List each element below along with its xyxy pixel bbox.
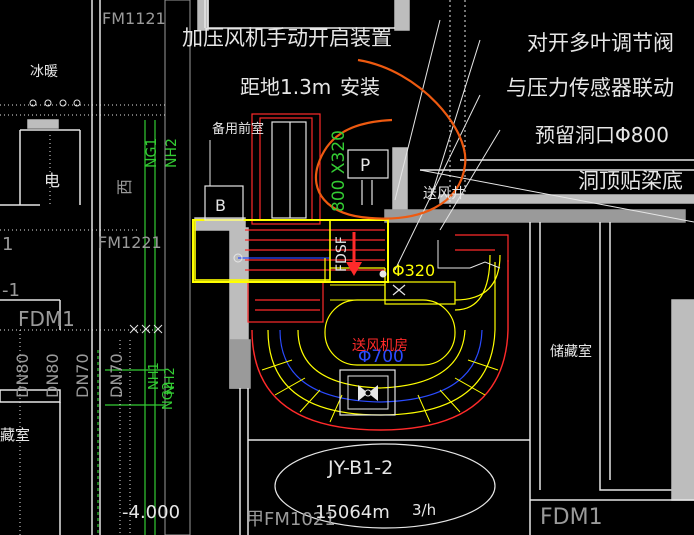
label-backup-room: 备用前室 — [212, 121, 264, 137]
label-dn80b: DN80 — [43, 353, 62, 398]
highlight-frames — [192, 219, 389, 283]
label-ice: 冰暖 — [30, 64, 58, 80]
pipe-crosses — [129, 324, 163, 334]
labels-green: 800 X320 NH2 NG1 NH1 NG2 NH2 — [144, 130, 349, 410]
label-p: P — [360, 156, 370, 176]
label-flow: 15064m — [315, 502, 390, 523]
flow-arrow-icon — [346, 232, 362, 276]
label-dn70a: DN70 — [73, 353, 92, 398]
label-air-shaft: 送风井 — [423, 186, 465, 202]
label-elevation: -4.000 — [122, 502, 180, 523]
fan-icon — [358, 385, 378, 401]
grid-dotted — [0, 104, 165, 535]
notes: 加压风机手动开启装置 距地1.3m 安装 对开多叶调节阀 与压力传感器联动 预留… — [182, 26, 683, 193]
label-edge-3: 藏室 — [0, 426, 30, 444]
p-box — [204, 149, 389, 221]
label-power: 电 — [44, 171, 60, 190]
label-dn80a: DN80 — [13, 353, 32, 398]
label-edge-1: 1 — [2, 234, 13, 255]
labels-blue: Φ700 — [358, 347, 404, 367]
label-nh2b: NH2 — [163, 367, 178, 395]
note-damper: 对开多叶调节阀 — [527, 31, 674, 55]
label-b: B — [215, 196, 226, 215]
label-duct-size: 800 X320 — [329, 130, 349, 212]
hatch-walls — [419, 0, 694, 223]
note-fan-manual: 加压风机手动开启装置 — [182, 26, 392, 50]
labels-red: 送风机房 — [352, 338, 408, 354]
note-opening: 预留洞口Φ800 — [535, 123, 669, 147]
leader-lines — [209, 19, 501, 278]
label-flow-unit: 3/h — [412, 501, 436, 519]
label-nh2a: NH2 — [164, 138, 180, 168]
label-dn70b: DN70 — [107, 353, 126, 398]
labels-white: 冰暖 电 备用前室 送风井 储藏室 B P JY-B1-2 15064m 3/h… — [0, 64, 592, 523]
label-fm1021: 甲FM1021 — [246, 509, 336, 530]
label-fm1221: FM1221 — [98, 233, 162, 252]
duct-lines — [238, 257, 406, 300]
label-phi700: Φ700 — [358, 347, 404, 367]
note-install: 安装 — [340, 75, 380, 99]
label-fdm1-left: FDM1 — [18, 307, 75, 331]
label-ng2: NG2 — [161, 382, 176, 410]
note-sensor: 与压力传感器联动 — [506, 76, 674, 100]
fan-room — [251, 234, 509, 431]
valve-markers — [29, 99, 81, 107]
label-edge-2: -1 — [2, 280, 20, 301]
label-phi320: Φ320 — [392, 261, 435, 280]
label-fm1121-top: FM1121 — [102, 9, 166, 28]
label-nh1: NH1 — [147, 362, 162, 390]
label-storage: 储藏室 — [550, 343, 592, 360]
label-equipment: JY-B1-2 — [327, 457, 393, 479]
label-xi: 西 — [115, 179, 134, 195]
annotation-circle — [314, 58, 467, 220]
note-height: 距地1.3m — [240, 75, 331, 99]
note-beam: 洞顶贴梁底 — [578, 169, 683, 193]
label-supply-room: 送风机房 — [352, 338, 408, 354]
label-fdsf: FDSF — [334, 236, 350, 272]
labels-gray: FM1121 FM1221 甲FM1021 FDM1 FDM1 DN80 DN8… — [2, 9, 603, 530]
labels-yellow: Φ320 — [392, 261, 435, 280]
label-fdm1-right: FDM1 — [540, 505, 603, 530]
equipment-callout — [274, 443, 496, 529]
label-ng1a: NG1 — [144, 138, 160, 168]
